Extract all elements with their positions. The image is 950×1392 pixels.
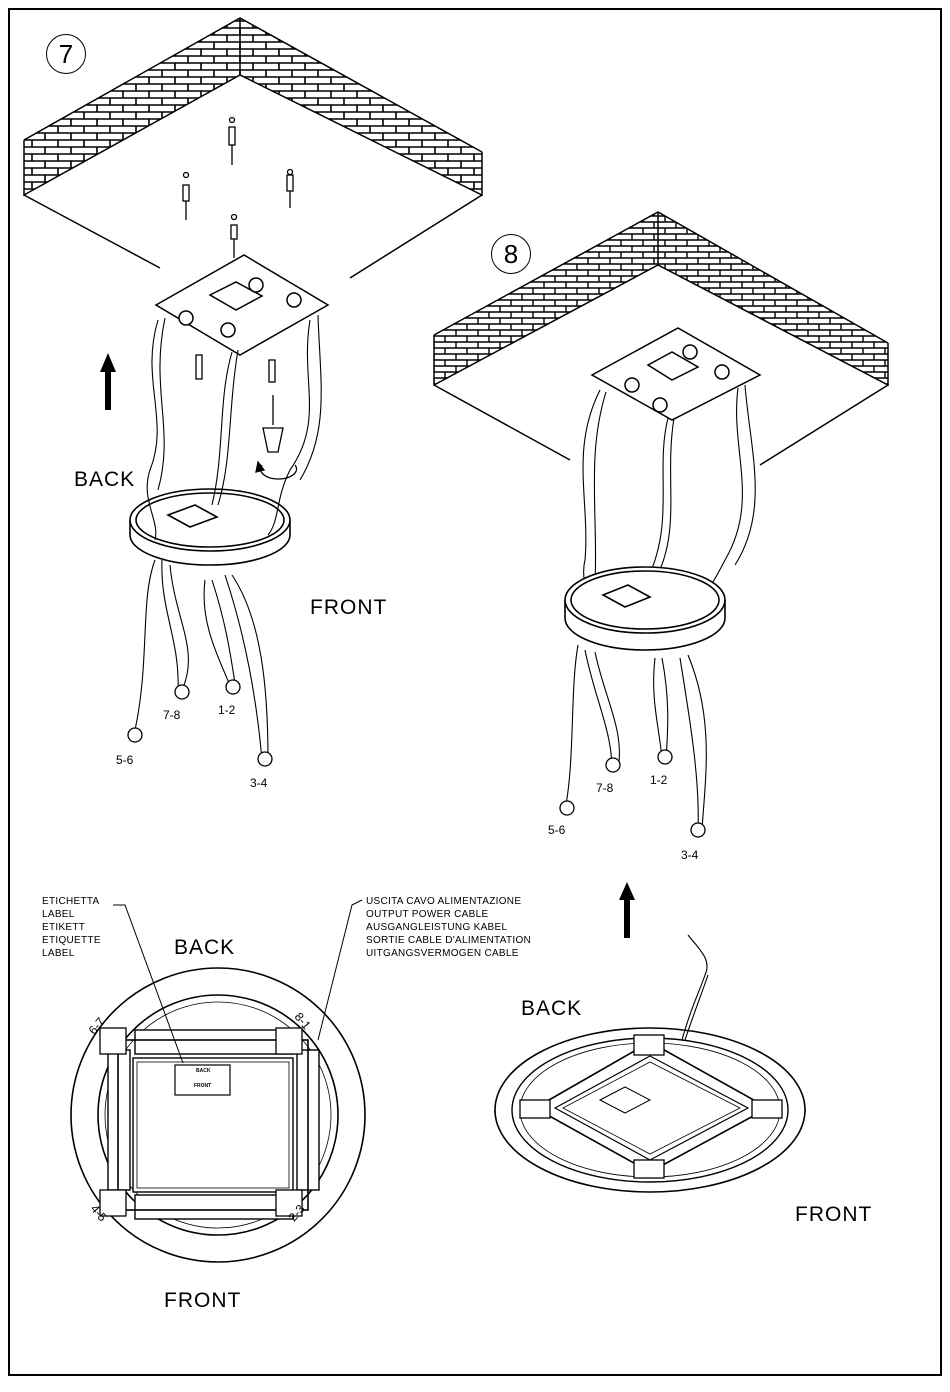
iso-view-front-label: FRONT [795,1204,872,1225]
top-view-front-label: FRONT [164,1290,241,1311]
step7-connector-label: 3-4 [250,777,267,789]
plate-label-back: BACK [196,1069,210,1074]
step7-back-label: BACK [74,469,135,490]
step7-screws [196,355,296,479]
step7-connector-label: 1-2 [218,704,235,716]
step7-connector-label: 5-6 [116,754,133,766]
step8-connector-label: 7-8 [596,782,613,794]
step7-connector-label: 7-8 [163,709,180,721]
step8-connector-label: 1-2 [650,774,667,786]
step7-number: 7 [46,34,86,74]
step7-connector-bulbs [128,680,272,766]
step7-ceiling [24,18,482,278]
step8-ring [565,567,725,650]
label-callout: ETICHETTA LABEL ETIKETT ETIQUETTE LABEL [42,895,101,960]
step8-number: 8 [491,234,531,274]
step8-connector-bulbs [560,750,705,837]
step8-connector-label: 5-6 [548,824,565,836]
plate-label-front: FRONT [194,1084,211,1089]
step7-up-arrow [100,353,116,410]
iso-view-up-arrow [619,882,635,938]
step7-ring [130,489,290,565]
power-cable-callout: USCITA CAVO ALIMENTAZIONE OUTPUT POWER C… [366,895,531,960]
iso-view [495,935,805,1192]
step7-front-label: FRONT [310,597,387,618]
step8-connector-label: 3-4 [681,849,698,861]
top-view-back-label: BACK [174,937,235,958]
iso-view-back-label: BACK [521,998,582,1019]
